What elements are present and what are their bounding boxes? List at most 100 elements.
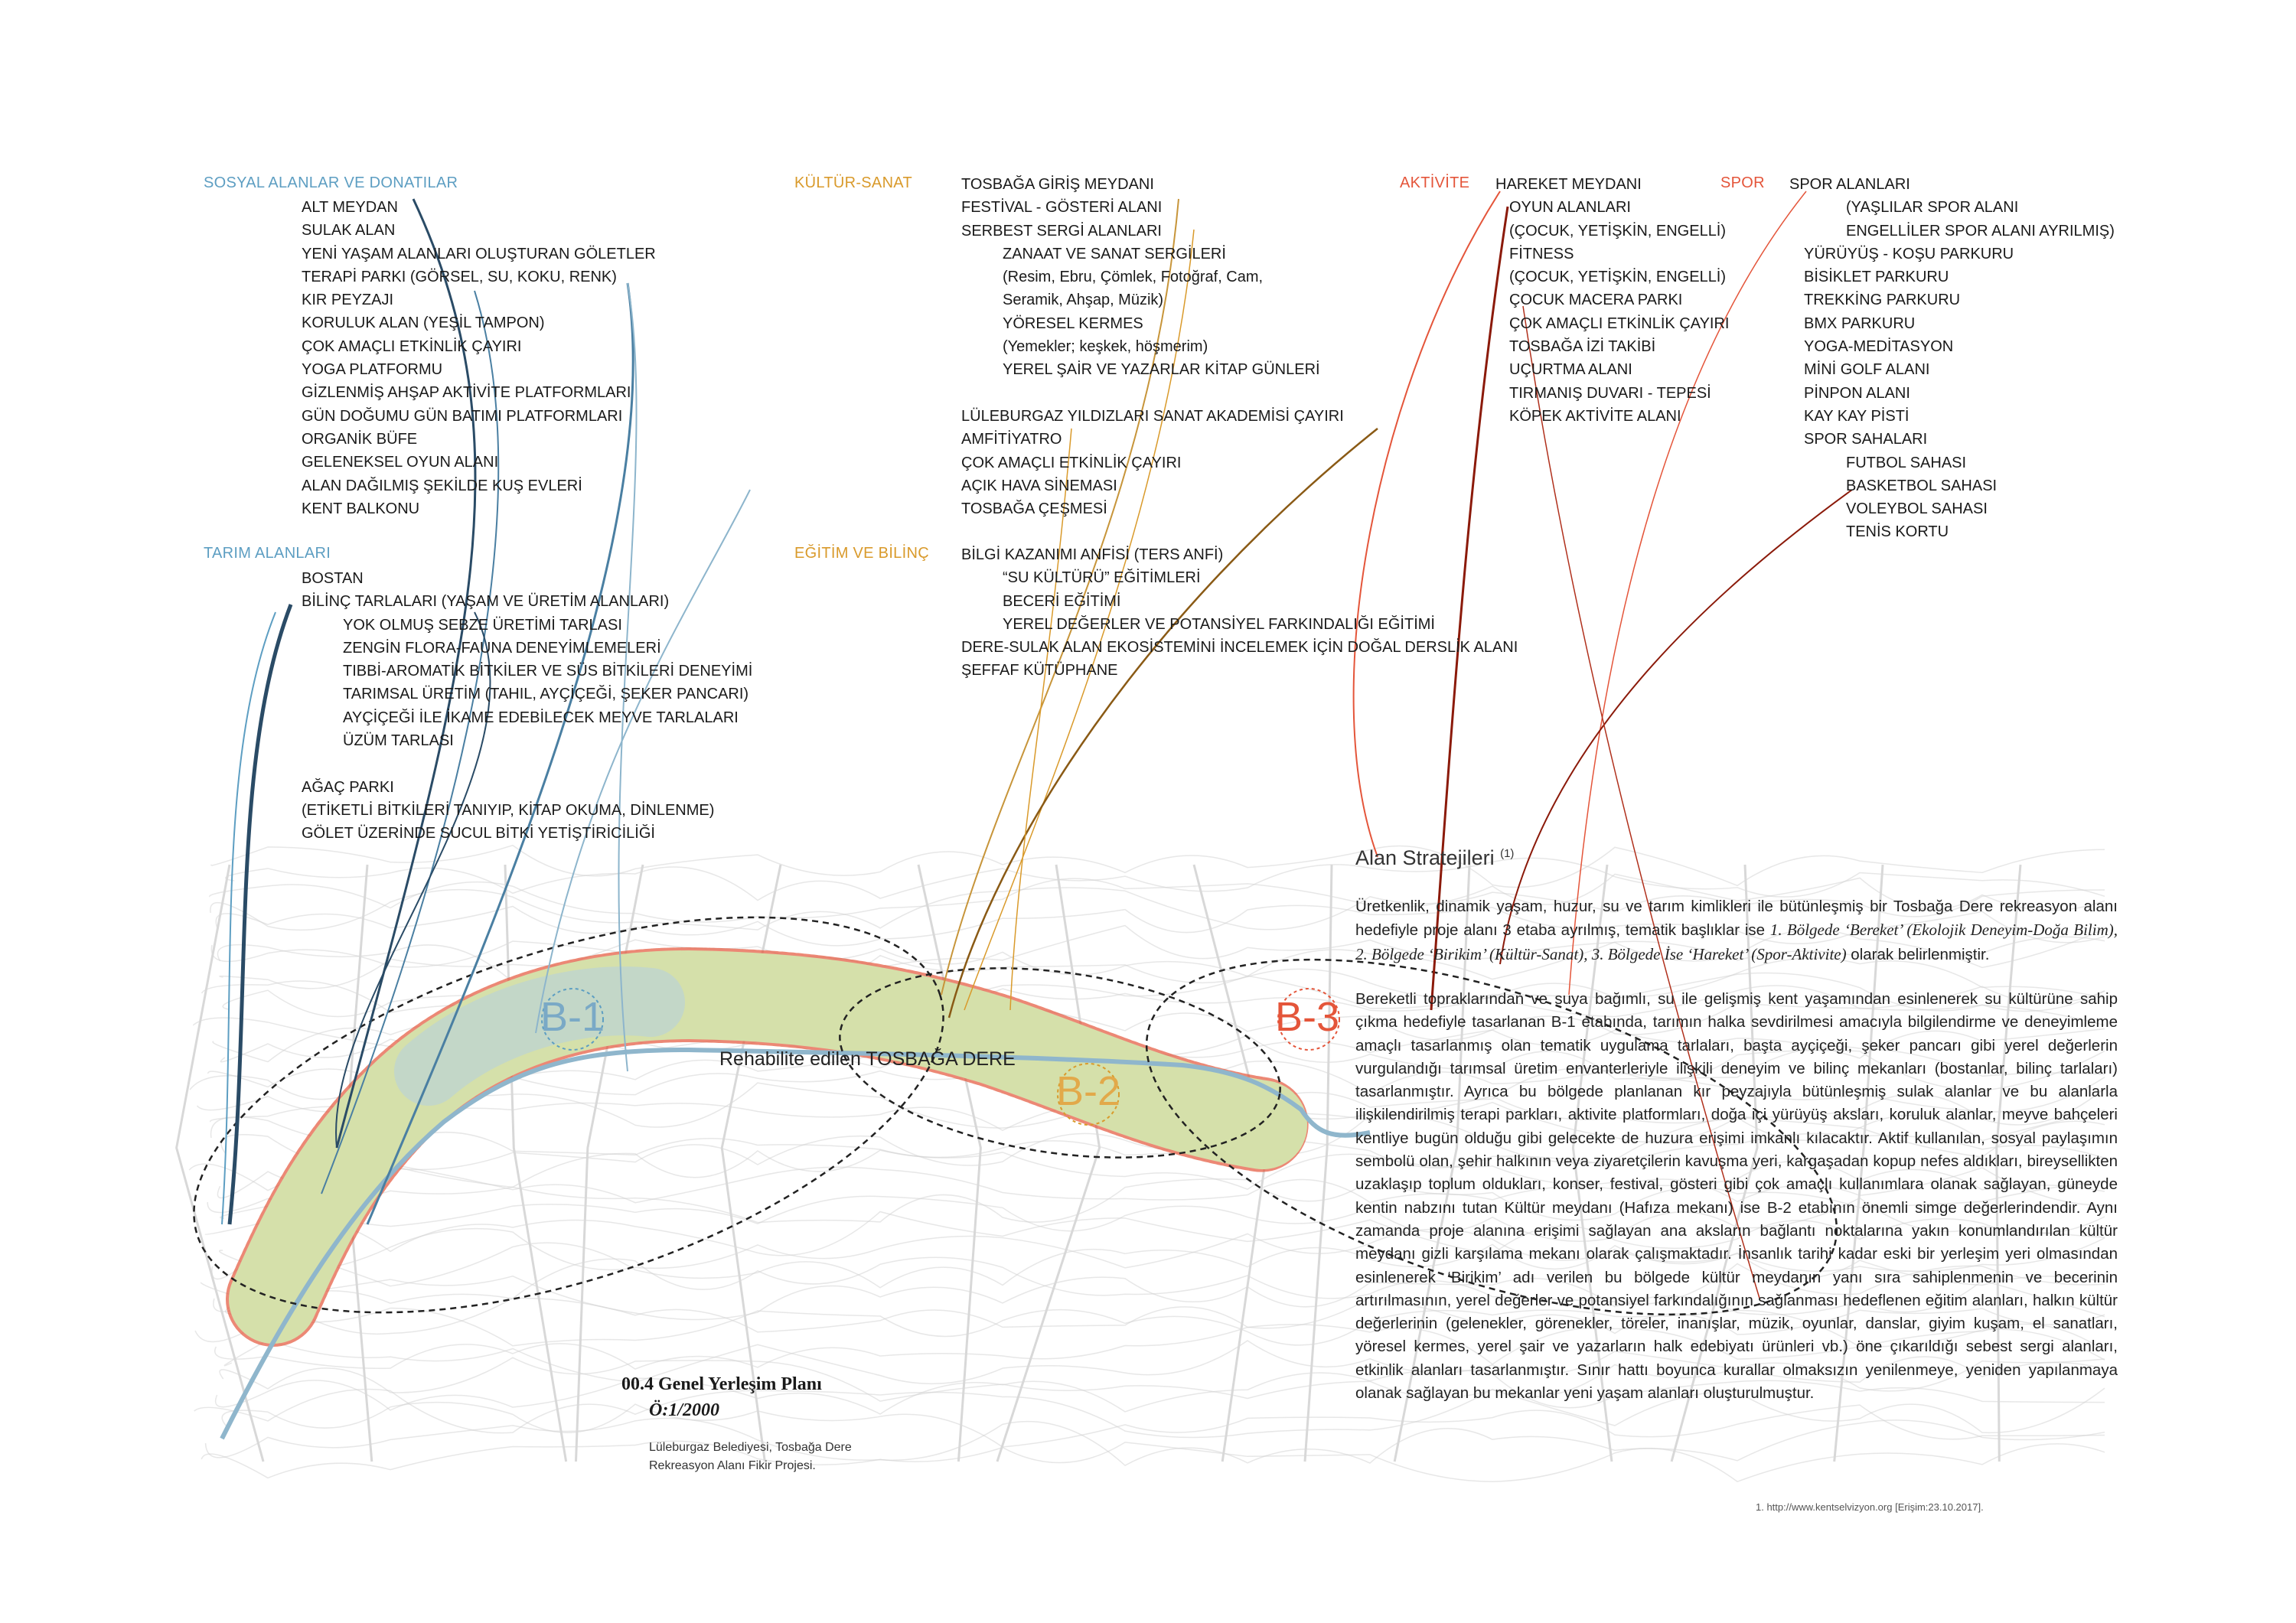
list-item: Seramik, Ahşap, Müzik) — [1003, 292, 1164, 309]
list-item: “SU KÜLTÜRÜ” EĞİTİMLERİ — [1003, 569, 1201, 587]
plan-source: Lüleburgaz Belediyesi, Tosbağa Dere Rekr… — [649, 1441, 852, 1472]
list-item: ÇOK AMAÇLI ETKİNLİK ÇAYIRI — [961, 454, 1182, 471]
contour-line — [217, 1163, 2105, 1207]
heading-kultur: KÜLTÜR-SANAT — [794, 174, 912, 191]
list-kultur: TOSBAĞA GİRİŞ MEYDANI FESTİVAL - GÖSTERİ … — [961, 173, 1344, 520]
p1-text-c: olarak belirlenmiştir. — [1846, 945, 1990, 963]
list-item: BİLİNÇ TARLALARI (YAŞAM VE ÜRETİM ALANLA… — [302, 593, 670, 611]
list-item: YEREL ŞAİR VE YAZARLAR KİTAP GÜNLERİ — [1003, 361, 1320, 379]
list-item: (ETİKETLİ BİTKİLERİ TANIYIP, KİTAP OKUMA… — [302, 801, 715, 819]
list-item: TOSBAĞA GİRİŞ MEYDANI — [961, 176, 1154, 193]
list-item: GÖLET ÜZERİNDE SUCUL BİTKİ YETİŞTİRİCİLİ… — [302, 825, 655, 842]
zone-label-b3: B-3 — [1275, 994, 1340, 1040]
list-item: ALAN DAĞILMIŞ ŞEKİLDE KUŞ EVLERİ — [302, 477, 582, 494]
contour-line — [194, 1307, 2105, 1351]
list-item: TARIMSAL ÜRETİM (TAHIL, AYÇİÇEĞİ, ŞEKER … — [343, 686, 749, 703]
list-item: TOSBAĞA ÇEŞMESİ — [961, 500, 1107, 518]
list-item: YOGA PLATFORMU — [302, 361, 443, 379]
b2-marker — [1057, 1063, 1120, 1126]
list-item: (ÇOCUK, YETİŞKİN, ENGELLİ) — [1509, 269, 1727, 286]
road-line — [175, 864, 265, 1462]
list-item: YOGA-MEDİTASYON — [1804, 338, 1954, 356]
list-item: YÖRESEL KERMES — [1003, 314, 1143, 332]
list-item: FUTBOL SAHASI — [1846, 454, 1967, 471]
list-item: BASKETBOL SAHASI — [1846, 477, 1998, 494]
heading-tarim: TARIM ALANLARI — [204, 545, 331, 562]
list-item: BİLGİ KAZANIMI ANFİSİ (TERS ANFİ) — [961, 546, 1224, 563]
list-item: SULAK ALAN — [302, 222, 396, 240]
list-item: OYUN ALANLARI — [1509, 199, 1631, 217]
list-item: HAREKET MEYDANI — [1495, 176, 1642, 193]
contour-line — [201, 1440, 2105, 1483]
list-item: KAY KAY PİSTİ — [1804, 407, 1910, 425]
list-item: ÇOK AMAÇLI ETKİNLİK ÇAYIRI — [1509, 314, 1730, 332]
contour-line — [204, 1417, 2105, 1467]
heading-sosyal: SOSYAL ALANLAR VE DONATILAR — [204, 174, 458, 191]
contour-line — [210, 887, 2105, 931]
contour-line — [210, 1113, 2105, 1164]
connector-lines — [221, 191, 1853, 1302]
list-item: LÜLEBURGAZ YILDIZLARI SANAT AKADEMİSİ ÇA… — [961, 407, 1344, 425]
b3-marker — [1277, 988, 1340, 1051]
strategy-paragraph-1: Üretkenlik, dinamik yaşam, huzur, su ve … — [1355, 895, 2118, 966]
list-item: ÜZÜM TARLASI — [343, 732, 454, 750]
contour-line — [209, 873, 2105, 923]
b1-marker — [541, 988, 604, 1051]
list-item: MİNİ GOLF ALANI — [1804, 361, 1930, 379]
contour-line — [210, 924, 2105, 969]
contour-line — [225, 857, 2105, 901]
river-label: Rehabilite edilen TOSBAĞA DERE — [719, 1048, 1016, 1070]
list-item: BECERİ EĞİTİMİ — [1003, 592, 1121, 610]
list-item: DERE-SULAK ALAN EKOSİSTEMİNİ İNCELEMEK İ… — [961, 639, 1518, 657]
list-spacer — [961, 382, 1344, 405]
contour-line — [211, 1242, 2105, 1289]
heading-aktivite: AKTİVİTE — [1400, 174, 1470, 191]
road-line — [1393, 864, 1471, 1462]
list-item: (Resim, Ebru, Çömlek, Fotoğraf, Cam, — [1003, 269, 1264, 286]
list-spacer — [302, 752, 752, 775]
list-item: UÇURTMA ALANI — [1509, 361, 1632, 379]
heading-spor: SPOR — [1720, 174, 1765, 191]
list-item: SERBEST SERGİ ALANLARI — [961, 222, 1162, 240]
list-item: AÇIK HAVA SİNEMASI — [961, 477, 1117, 494]
road-line — [504, 864, 568, 1462]
zone-label-b2: B-2 — [1056, 1068, 1121, 1114]
zone-boundaries — [193, 916, 1838, 1316]
list-item: ORGANİK BÜFE — [302, 430, 418, 448]
list-egitim: BİLGİ KAZANIMI ANFİSİ (TERS ANFİ) “SU KÜL… — [961, 543, 1518, 683]
contour-line — [220, 1195, 2105, 1242]
contour-line — [214, 1369, 2105, 1415]
list-item: ÇOK AMAÇLI ETKİNLİK ÇAYIRI — [302, 337, 522, 355]
list-item: GELENEKSEL OYUN ALANI — [302, 454, 499, 471]
zone-label-b1: B-1 — [540, 994, 605, 1040]
list-item: YOK OLMUŞ SEBZE ÜRETİMİ TARLASI — [343, 616, 622, 634]
list-item: SPOR ALANLARI — [1789, 176, 1910, 193]
list-item: BOSTAN — [302, 570, 364, 587]
road-line — [1995, 864, 2022, 1462]
list-item: TENİS KORTU — [1846, 523, 1949, 541]
list-tarim: BOSTAN BİLİNÇ TARLALARI (YAŞAM VE ÜRETİM … — [302, 567, 752, 846]
contour-line — [223, 1339, 2105, 1384]
contour-line — [213, 1275, 2105, 1321]
contour-line — [219, 1227, 2105, 1273]
list-item: (ÇOCUK, YETİŞKİN, ENGELLİ) — [1509, 222, 1727, 240]
list-item: AMFİTİYATRO — [961, 431, 1062, 448]
footnote-mark: (1) — [1500, 847, 1515, 860]
list-item: YEREL DEĞERLER VE POTANSİYEL FARKINDALIĞ… — [1003, 615, 1435, 633]
plan-title: 00.4 Genel Yerleşim Planı — [621, 1374, 822, 1394]
list-item: BİSİKLET PARKURU — [1804, 269, 1949, 286]
contour-line — [219, 1357, 2105, 1402]
road-line — [917, 864, 982, 1462]
list-item: AĞAÇ PARKI — [302, 778, 394, 796]
contour-line — [200, 1256, 2105, 1306]
list-item: TREKKİNG PARKURU — [1804, 292, 1961, 309]
contour-line — [207, 1178, 2105, 1224]
contour-line — [215, 904, 2105, 947]
contour-line — [217, 936, 2105, 983]
list-item: FESTİVAL - GÖSTERİ ALANI — [961, 199, 1163, 217]
road-line — [1670, 864, 1759, 1462]
list-item: GİZLENMİŞ AHŞAP AKTİVİTE PLATFORMLARI — [302, 384, 631, 402]
list-item: KÖPEK AKTİVİTE ALANI — [1509, 407, 1681, 425]
